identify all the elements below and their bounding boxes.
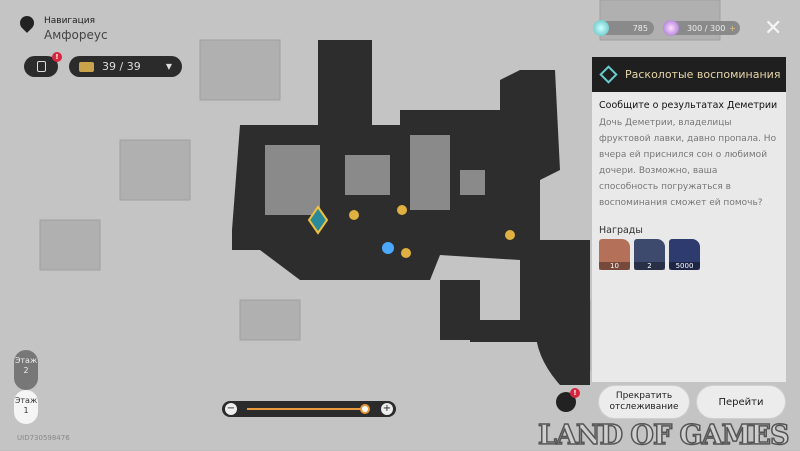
- chest-count: 39 / 39: [102, 60, 141, 73]
- zoom-in-button[interactable]: +: [381, 403, 393, 415]
- floor-label: Этаж: [14, 396, 38, 405]
- stop-tracking-button[interactable]: Прекратить отслеживание: [598, 385, 690, 419]
- zoom-thumb[interactable]: [359, 404, 370, 414]
- zoom-track: [247, 408, 365, 410]
- quest-panel: Расколотые воспоминания Сообщите о резул…: [592, 57, 786, 382]
- zoom-out-button[interactable]: −: [225, 403, 237, 415]
- power-counter: 300 / 300+: [663, 20, 740, 36]
- quest-target-marker: [307, 205, 329, 235]
- watermark: LAND OF GAMES: [537, 420, 790, 451]
- tasks-button[interactable]: !: [24, 52, 62, 77]
- quest-category: Расколотые воспоминания: [625, 68, 781, 81]
- currency-icon: [593, 20, 609, 36]
- floor-number: 1: [23, 406, 29, 415]
- currency-counter: 785: [593, 20, 654, 36]
- currency-value: 785: [596, 21, 654, 35]
- reward-item[interactable]: 5000: [669, 239, 700, 270]
- quest-diamond-icon: [599, 65, 618, 84]
- reward-item[interactable]: 10: [599, 239, 630, 270]
- close-button[interactable]: ✕: [764, 16, 783, 41]
- power-icon: [663, 20, 679, 36]
- npc-markers: [349, 205, 515, 258]
- tracking-icon[interactable]: !: [556, 388, 580, 412]
- chest-counter-dropdown[interactable]: 39 / 39 ▼: [69, 56, 182, 77]
- chevron-down-icon: ▼: [165, 62, 172, 71]
- alert-badge: !: [570, 388, 580, 398]
- nav-title: Навигация: [44, 16, 96, 26]
- reward-item[interactable]: 2: [634, 239, 665, 270]
- power-value: 300 / 300: [686, 23, 726, 33]
- chest-icon: [79, 61, 94, 72]
- reward-count: 2: [634, 262, 665, 270]
- alert-badge: !: [52, 52, 62, 62]
- rewards-label: Награды: [599, 225, 643, 236]
- uid-label: UID730598476: [17, 434, 70, 442]
- floor-label: Этаж: [14, 356, 38, 365]
- add-power-button[interactable]: +: [729, 23, 736, 33]
- reward-count: 5000: [669, 262, 700, 270]
- zoom-slider[interactable]: − +: [222, 401, 396, 417]
- reward-count: 10: [599, 262, 630, 270]
- floor-number: 2: [23, 366, 29, 375]
- player-marker: [382, 242, 394, 254]
- clipboard-icon: [36, 61, 46, 72]
- quest-title: Сообщите о результатах Деметрии: [599, 100, 778, 111]
- location-name: Амфореус: [44, 28, 108, 42]
- quest-description: Дочь Деметрии, владелицы фруктовой лавки…: [599, 118, 777, 208]
- go-button[interactable]: Перейти: [696, 385, 786, 419]
